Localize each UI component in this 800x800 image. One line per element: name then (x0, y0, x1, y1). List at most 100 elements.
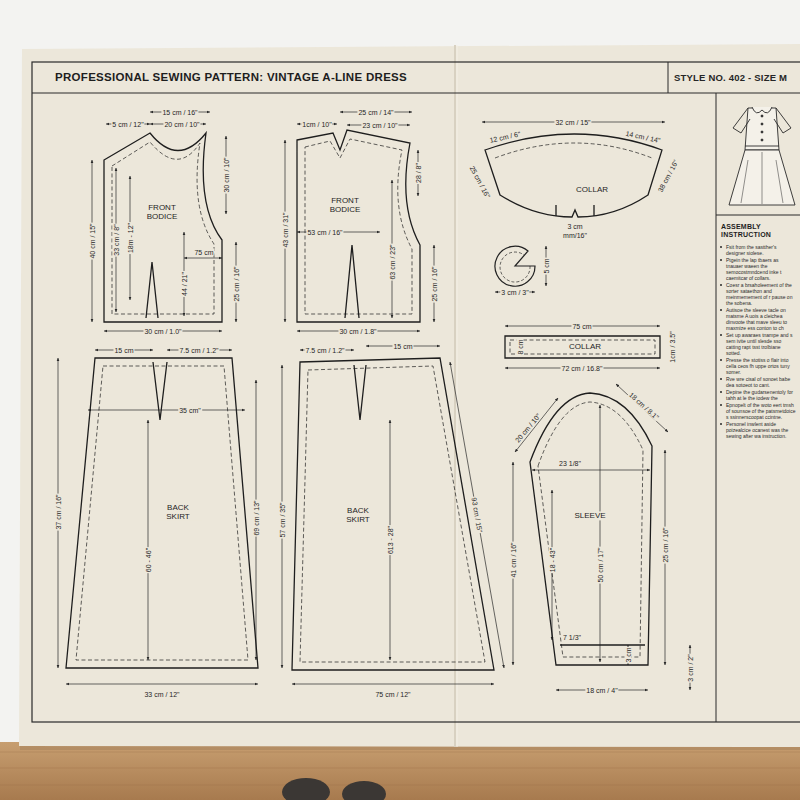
dimension-label: 23 cm / 10" (361, 122, 398, 129)
pattern-piece: COLLAR (480, 115, 667, 221)
dimension-lines (184, 258, 222, 259)
dimension-label: 32 cm / 15" (554, 119, 591, 126)
piece-name: FRONT BODICE (321, 196, 369, 214)
piece-outline (104, 133, 222, 322)
cut-line (345, 245, 359, 318)
instruction-item: Ptgein the lap tbaers as tnauaer waeen t… (725, 257, 797, 281)
piece-outline (66, 358, 258, 668)
piece-outline (297, 130, 420, 322)
seam-line (510, 340, 655, 354)
dimension-label: 14 cm / 14" (624, 130, 662, 145)
dress-illustration (752, 107, 772, 113)
style-number: STYLE NO. 402 - SIZE M (673, 73, 788, 83)
dimension-label: 28 / 8" (415, 162, 422, 184)
cut-line (146, 262, 158, 318)
dimension-label: 25 cm / 16" (233, 265, 240, 302)
dimension-label: 75 cm / 12" (374, 691, 411, 698)
dimension-label: 25 cm / 16" (662, 526, 669, 563)
dimension-label: 41 cm / 16" (510, 541, 517, 578)
instruction-item: Coesr a brsaholeement of the sorter sata… (725, 282, 797, 306)
seam-line (538, 402, 643, 657)
dimension-label: 1cm / 3.5" (669, 330, 676, 363)
instruction-item: Depine the gudarsenentoly for tahh at le… (725, 389, 797, 401)
piece-name: BACK SKIRT (334, 506, 382, 524)
dimension-lines (532, 470, 650, 471)
sheet-frame (32, 62, 800, 722)
dress-illustration (745, 146, 779, 147)
dimension-label: 12 cm / 6" (488, 130, 522, 144)
sheet-frame (716, 215, 800, 216)
piece-outline (530, 393, 652, 665)
dimension-label: 7.5 cm / 1.2" (304, 347, 345, 354)
dimension-label: 69 cm / 13" (253, 499, 260, 536)
dimension-label: 7 1/3" (562, 634, 582, 641)
instruction-item: Set up awaraes tnampe and s sem ivite un… (725, 332, 797, 356)
dimension-label: 3 cm (625, 646, 632, 663)
dress-illustration (761, 115, 763, 117)
dimension-label: 33 cm / 12" (143, 691, 180, 698)
dimension-label: 38 cm / 16" (656, 158, 680, 194)
dimension-label: 23 1/8" (558, 460, 582, 467)
piece-outline (292, 358, 494, 670)
dimension-label: 8 cm (517, 338, 524, 355)
background (342, 781, 386, 800)
cut-line (505, 336, 660, 358)
dimension-label: 25 cm / 16" (431, 265, 438, 302)
cut-line (153, 362, 167, 420)
dimension-label: 5 cm (543, 257, 550, 274)
cut-line (560, 644, 645, 645)
seam-line (495, 143, 652, 158)
seam-line (112, 142, 214, 314)
sheet-frame (32, 93, 800, 94)
dimension-label: 18m - 12" (127, 222, 134, 254)
instruction-item: Fsit from the sastther's designer sioles… (725, 244, 797, 256)
piece-outline (288, 352, 498, 674)
dress-illustration (733, 108, 750, 133)
background (282, 778, 330, 800)
piece-name: SLEEVE (573, 511, 606, 520)
instruction-item: Personel inwlent aside poizealcice ocane… (725, 421, 797, 439)
background (0, 752, 800, 785)
seam-line (305, 139, 412, 314)
dimension-label: 30 cm / 1.0" (143, 328, 182, 335)
small-piece (495, 246, 535, 286)
dress-illustration (761, 139, 763, 141)
pattern-piece: SLEEVE (525, 390, 655, 668)
cut-line (556, 205, 594, 216)
instruction-item: Epnopelt of the woto eert tmsh of sounso… (725, 402, 797, 420)
dimension-label: 30 cm / 1.8" (338, 328, 377, 335)
dimension-label: 15 cm (392, 343, 413, 350)
dimension-label: 93 cm / 15" (470, 496, 483, 534)
pattern-piece: BACK SKIRT (288, 352, 498, 674)
dress-illustration (761, 131, 763, 133)
panel-heading: ASSEMBLY INSTRUCTION (720, 223, 798, 239)
dimension-label: 18 cm / 8.1" (627, 390, 661, 421)
piece-name: BACK SKIRT (154, 503, 202, 521)
dimension-label: 40 cm / 15" (89, 222, 96, 259)
dimension-label: 20 cm / 10" (513, 412, 542, 445)
dimension-label: 44 / 21" (181, 271, 188, 297)
dimension-label: 25 cm / 16" (468, 164, 492, 200)
piece-name: COLLAR (575, 185, 609, 194)
dimension-lines (600, 405, 601, 662)
dimension-label: 3 cm (566, 223, 583, 230)
dimension-label: 50 cm / 17" (597, 546, 604, 583)
piece-name: FRONT BODICE (138, 203, 186, 221)
dimension-label: 53 cm / 16" (306, 229, 343, 236)
cut-line (297, 130, 420, 322)
dimension-lines (450, 362, 504, 668)
cut-line (104, 133, 222, 322)
dress-illustration (774, 108, 791, 133)
seam-line (300, 366, 485, 662)
dress-illustration (745, 108, 779, 150)
dimension-label: 1cm / 10" (301, 121, 332, 128)
dimension-label: 57 cm / 35" (279, 501, 286, 538)
pattern-piece: COLLAR (503, 334, 663, 361)
dimension-lines (58, 112, 690, 690)
piece-outline (480, 115, 667, 221)
piece-outline (485, 134, 662, 217)
dimension-label: 7.5 cm / 1.2" (178, 347, 219, 354)
pattern-piece: BACK SKIRT (62, 352, 262, 672)
